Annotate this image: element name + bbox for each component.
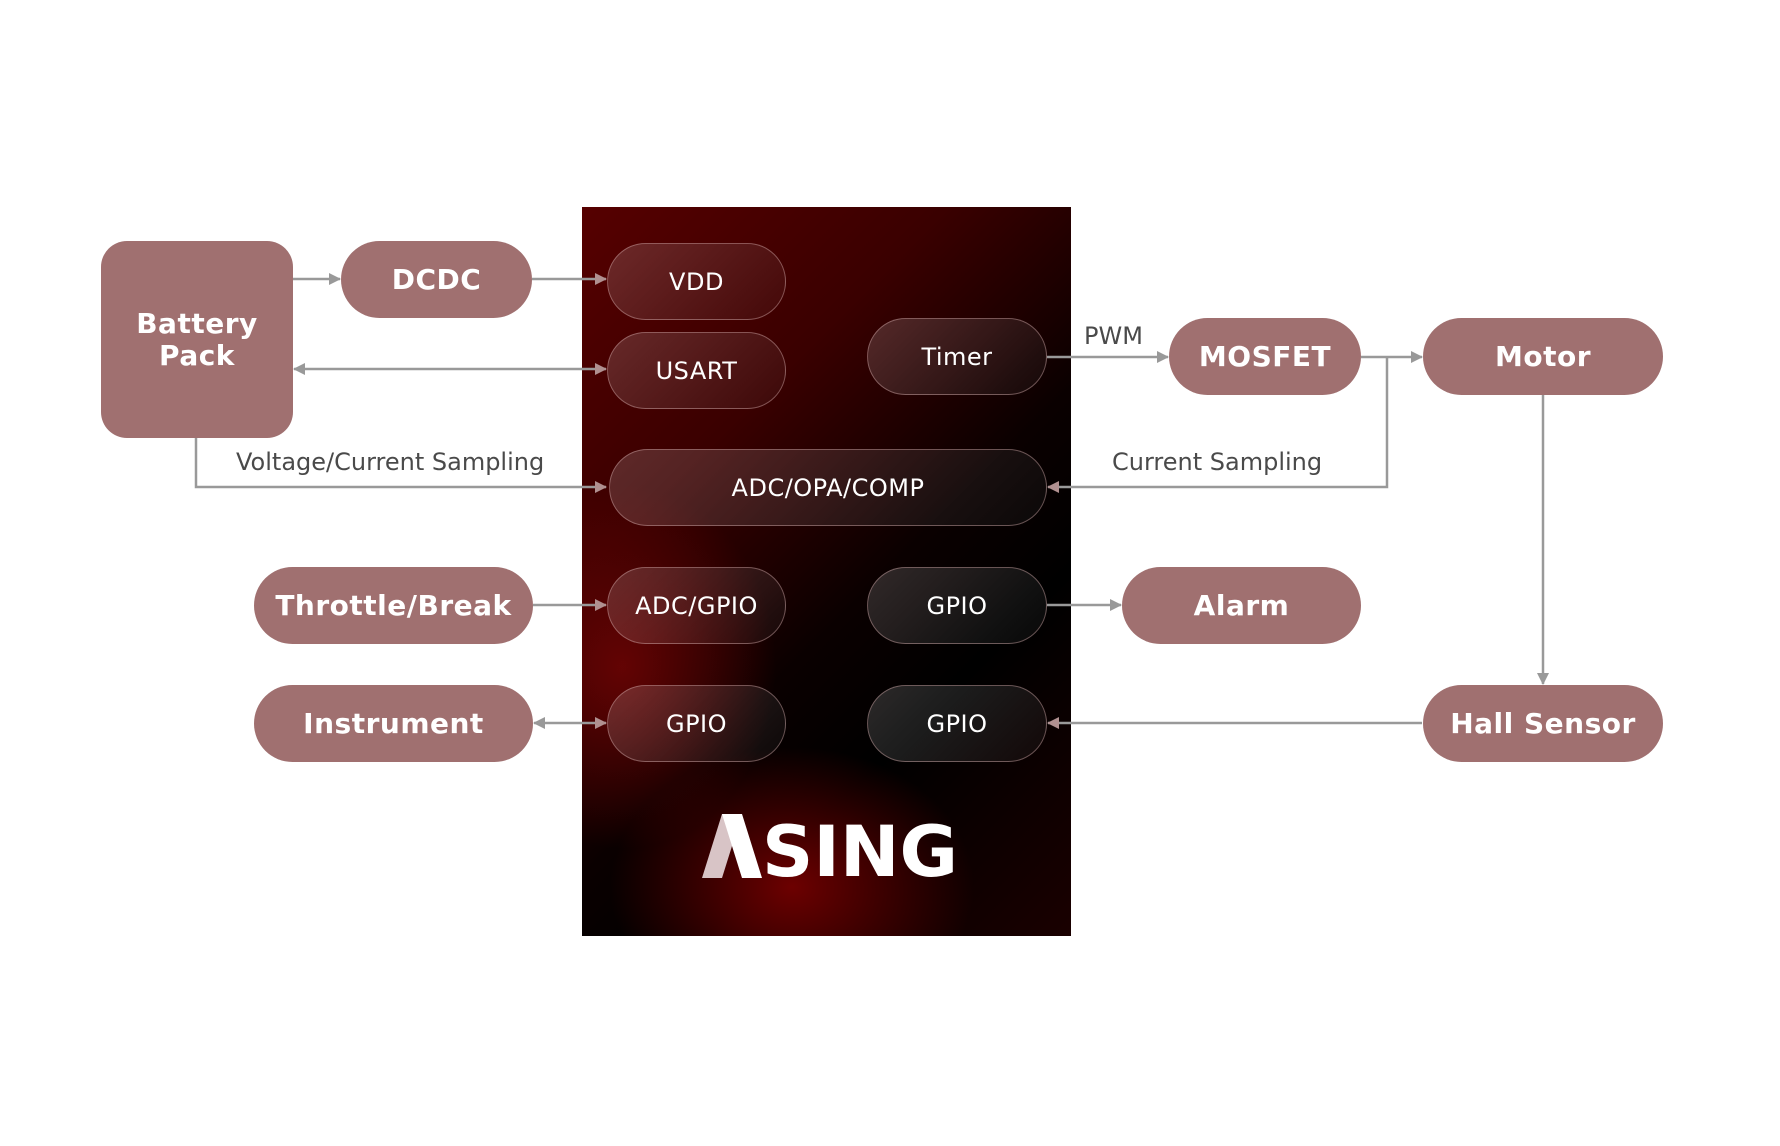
wire-current-sampling [1047, 357, 1389, 493]
alarm-node: Alarm [1122, 567, 1361, 644]
wire-battery-adc [194, 438, 607, 493]
label-voltage-current-sampling: Voltage/Current Sampling [236, 448, 545, 476]
instrument-node: Instrument [254, 685, 533, 762]
battery-pack-node: Battery Pack [101, 241, 293, 438]
battery-pack-label-line2: Pack [159, 338, 235, 372]
logo-n-diagonal [722, 814, 762, 878]
pin-vdd: VDD [607, 243, 786, 320]
motor-node: Motor [1423, 318, 1663, 395]
hall-sensor-node: Hall Sensor [1423, 685, 1663, 762]
battery-pack-label-line1: Battery [136, 306, 258, 340]
pin-usart: USART [607, 332, 786, 409]
mosfet-node: MOSFET [1169, 318, 1361, 395]
label-pwm: PWM [1084, 322, 1143, 350]
pin-adc-gpio: ADC/GPIO [607, 567, 786, 644]
pin-gpio-hall: GPIO [867, 685, 1047, 762]
pin-adc-opa-comp: ADC/OPA/COMP [609, 449, 1047, 526]
pin-timer: Timer [867, 318, 1047, 395]
dcdc-node: DCDC [341, 241, 532, 318]
throttle-break-node: Throttle/Break [254, 567, 533, 644]
logo-text: SING [762, 811, 958, 882]
label-current-sampling: Current Sampling [1112, 448, 1323, 476]
pin-gpio-instrument: GPIO [607, 685, 786, 762]
mcu-chip [582, 207, 1071, 936]
pin-gpio-alarm: GPIO [867, 567, 1047, 644]
nsing-logo: SING [702, 811, 958, 882]
